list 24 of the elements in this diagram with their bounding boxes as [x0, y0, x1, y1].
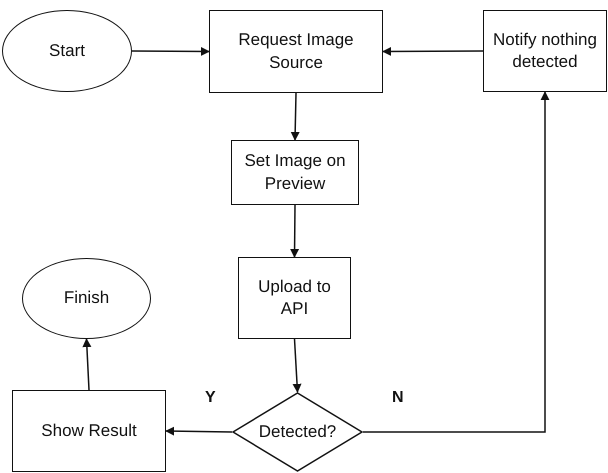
arrow — [292, 338, 302, 393]
edge-label: N — [392, 389, 404, 407]
process-box — [12, 390, 166, 472]
node-label: Set Image on Preview — [243, 150, 347, 194]
arrow — [363, 91, 550, 433]
node-label: Start — [48, 40, 86, 62]
process-box — [231, 140, 359, 205]
arrow — [82, 338, 92, 390]
node-label: Detected? — [258, 420, 338, 443]
edge-label: Y — [205, 389, 216, 407]
arrow — [165, 426, 232, 436]
arrow — [132, 46, 210, 56]
arrow — [290, 92, 300, 141]
node-label: Upload to API — [257, 276, 332, 320]
node-label: Request Image Source — [237, 29, 355, 74]
arrow — [382, 46, 483, 56]
arrow — [290, 205, 300, 258]
node-label: Finish — [62, 287, 110, 310]
process-box — [238, 257, 351, 339]
node-label: Notify nothing detected — [492, 28, 598, 73]
process-box — [209, 10, 383, 93]
node-label: Show Result — [40, 420, 138, 442]
process-box — [483, 10, 607, 92]
decision-diamond — [232, 392, 363, 472]
